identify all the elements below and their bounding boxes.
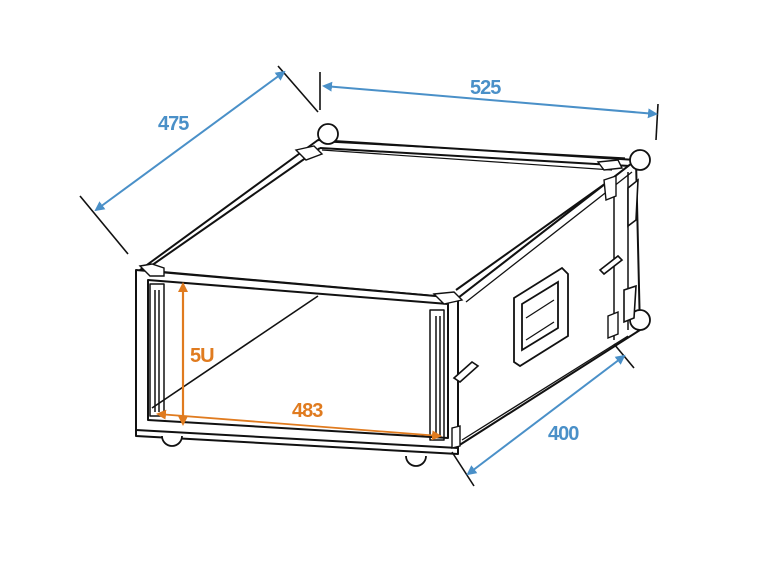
dimension-depth-top: 475 — [79, 65, 319, 255]
label-475: 475 — [158, 113, 189, 135]
label-400: 400 — [548, 423, 579, 445]
dimension-rack-width: 483 — [156, 400, 442, 441]
dimension-width-top: 525 — [319, 72, 659, 141]
corner-brackets — [138, 145, 624, 449]
dimension-rack-height: 5U — [178, 282, 215, 426]
dimension-depth-side: 400 — [451, 343, 635, 487]
corner-ball-guards — [161, 123, 651, 467]
recessed-handle — [513, 266, 569, 368]
label-483: 483 — [292, 400, 323, 422]
label-525: 525 — [470, 77, 501, 99]
label-5u: 5U — [190, 345, 214, 367]
